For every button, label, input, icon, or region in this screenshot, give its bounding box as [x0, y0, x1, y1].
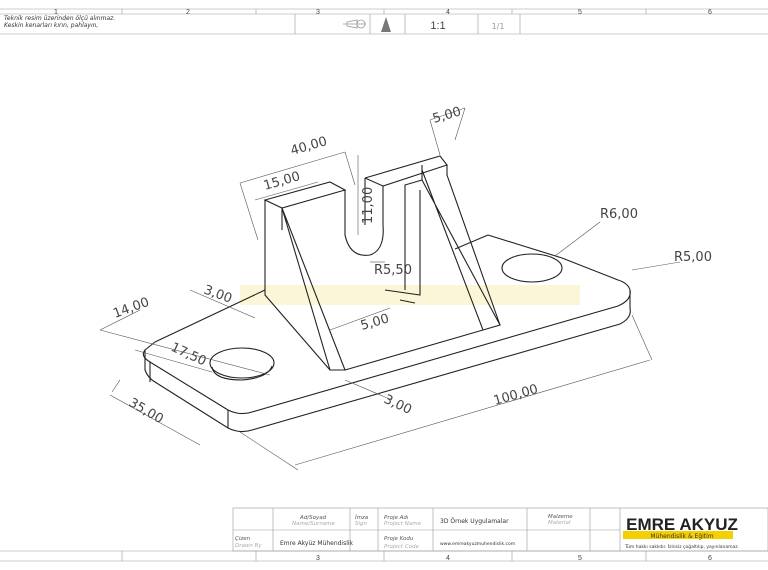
title-block: [232, 507, 768, 552]
drawn-label: Çizen: [235, 536, 251, 542]
note-line: Keskin kenarları kırın, pahlayın,: [4, 22, 98, 29]
zone-label: 6: [708, 9, 712, 16]
project-code-label-en: Project Code: [384, 544, 419, 550]
zone-label: 6: [708, 555, 712, 562]
dim-3-a: 3,00: [202, 283, 234, 307]
project-name-label: Proje Adı: [384, 515, 409, 521]
zone-label: 3: [316, 555, 320, 562]
zone-label: 2: [186, 9, 190, 16]
triangle-icon: [381, 17, 391, 32]
project-code: www.emreakyuzmuhendislik.com: [440, 541, 515, 547]
dim-14: 14,00: [111, 295, 151, 322]
name-label: Ad/Soyad: [299, 515, 327, 521]
project-name: 3D Örnek Uygulamalar: [440, 518, 509, 525]
logo-bar: [623, 531, 733, 539]
dim-40: 40,00: [289, 134, 329, 159]
sign-label-en: Sign: [355, 521, 368, 527]
dim-r5: R5,00: [674, 250, 712, 265]
zone-label: 3: [316, 9, 320, 16]
project-name-label-en: Project Name: [384, 521, 422, 527]
dim-5-mid: 5,00: [359, 311, 391, 333]
note-line: Teknik resim üzerinden ölçü alınmaz.: [4, 15, 115, 22]
part-outline: [142, 155, 631, 433]
zone-label: 5: [578, 9, 582, 16]
sign-label: İmza: [355, 514, 369, 521]
drawn-by: Emre Akyüz Mühendislik: [280, 540, 354, 547]
dimension-lines: [99, 107, 681, 471]
dim-11: 11,00: [361, 187, 376, 224]
project-code-label: Proje Kodu: [384, 536, 414, 542]
dim-100: 100,00: [492, 382, 540, 409]
scale-value: 1:1: [430, 20, 445, 32]
dim-5-top: 5,00: [431, 104, 463, 126]
dim-3-b: 3,00: [381, 392, 414, 418]
dim-r5-slot: R5,50: [374, 263, 412, 278]
material-label: Malzeme: [548, 514, 573, 520]
logo-sub: Mühendislik & Eğitim: [650, 533, 713, 540]
drawn-label-en: Drawn By: [235, 543, 262, 549]
dim-35: 35,00: [126, 395, 166, 427]
name-label-en: Name/Surname: [292, 521, 336, 527]
logo-name: EMRE AKYUZ: [626, 515, 738, 534]
zone-label: 1: [54, 9, 58, 16]
zone-label: 5: [578, 555, 582, 562]
zone-label: 4: [446, 555, 450, 562]
copyright: Tüm hakkı saklıdır. İzinsiz çoğaltılıp, …: [624, 543, 739, 550]
first-angle-projection-icon: [343, 19, 366, 29]
material-label-en: Material: [548, 520, 571, 526]
dim-15: 15,00: [262, 169, 302, 194]
zone-label: 4: [446, 9, 450, 16]
dim-r6: R6,00: [600, 207, 638, 222]
watermark-bar: [240, 285, 580, 305]
sheet-number: 1/1: [492, 22, 505, 31]
